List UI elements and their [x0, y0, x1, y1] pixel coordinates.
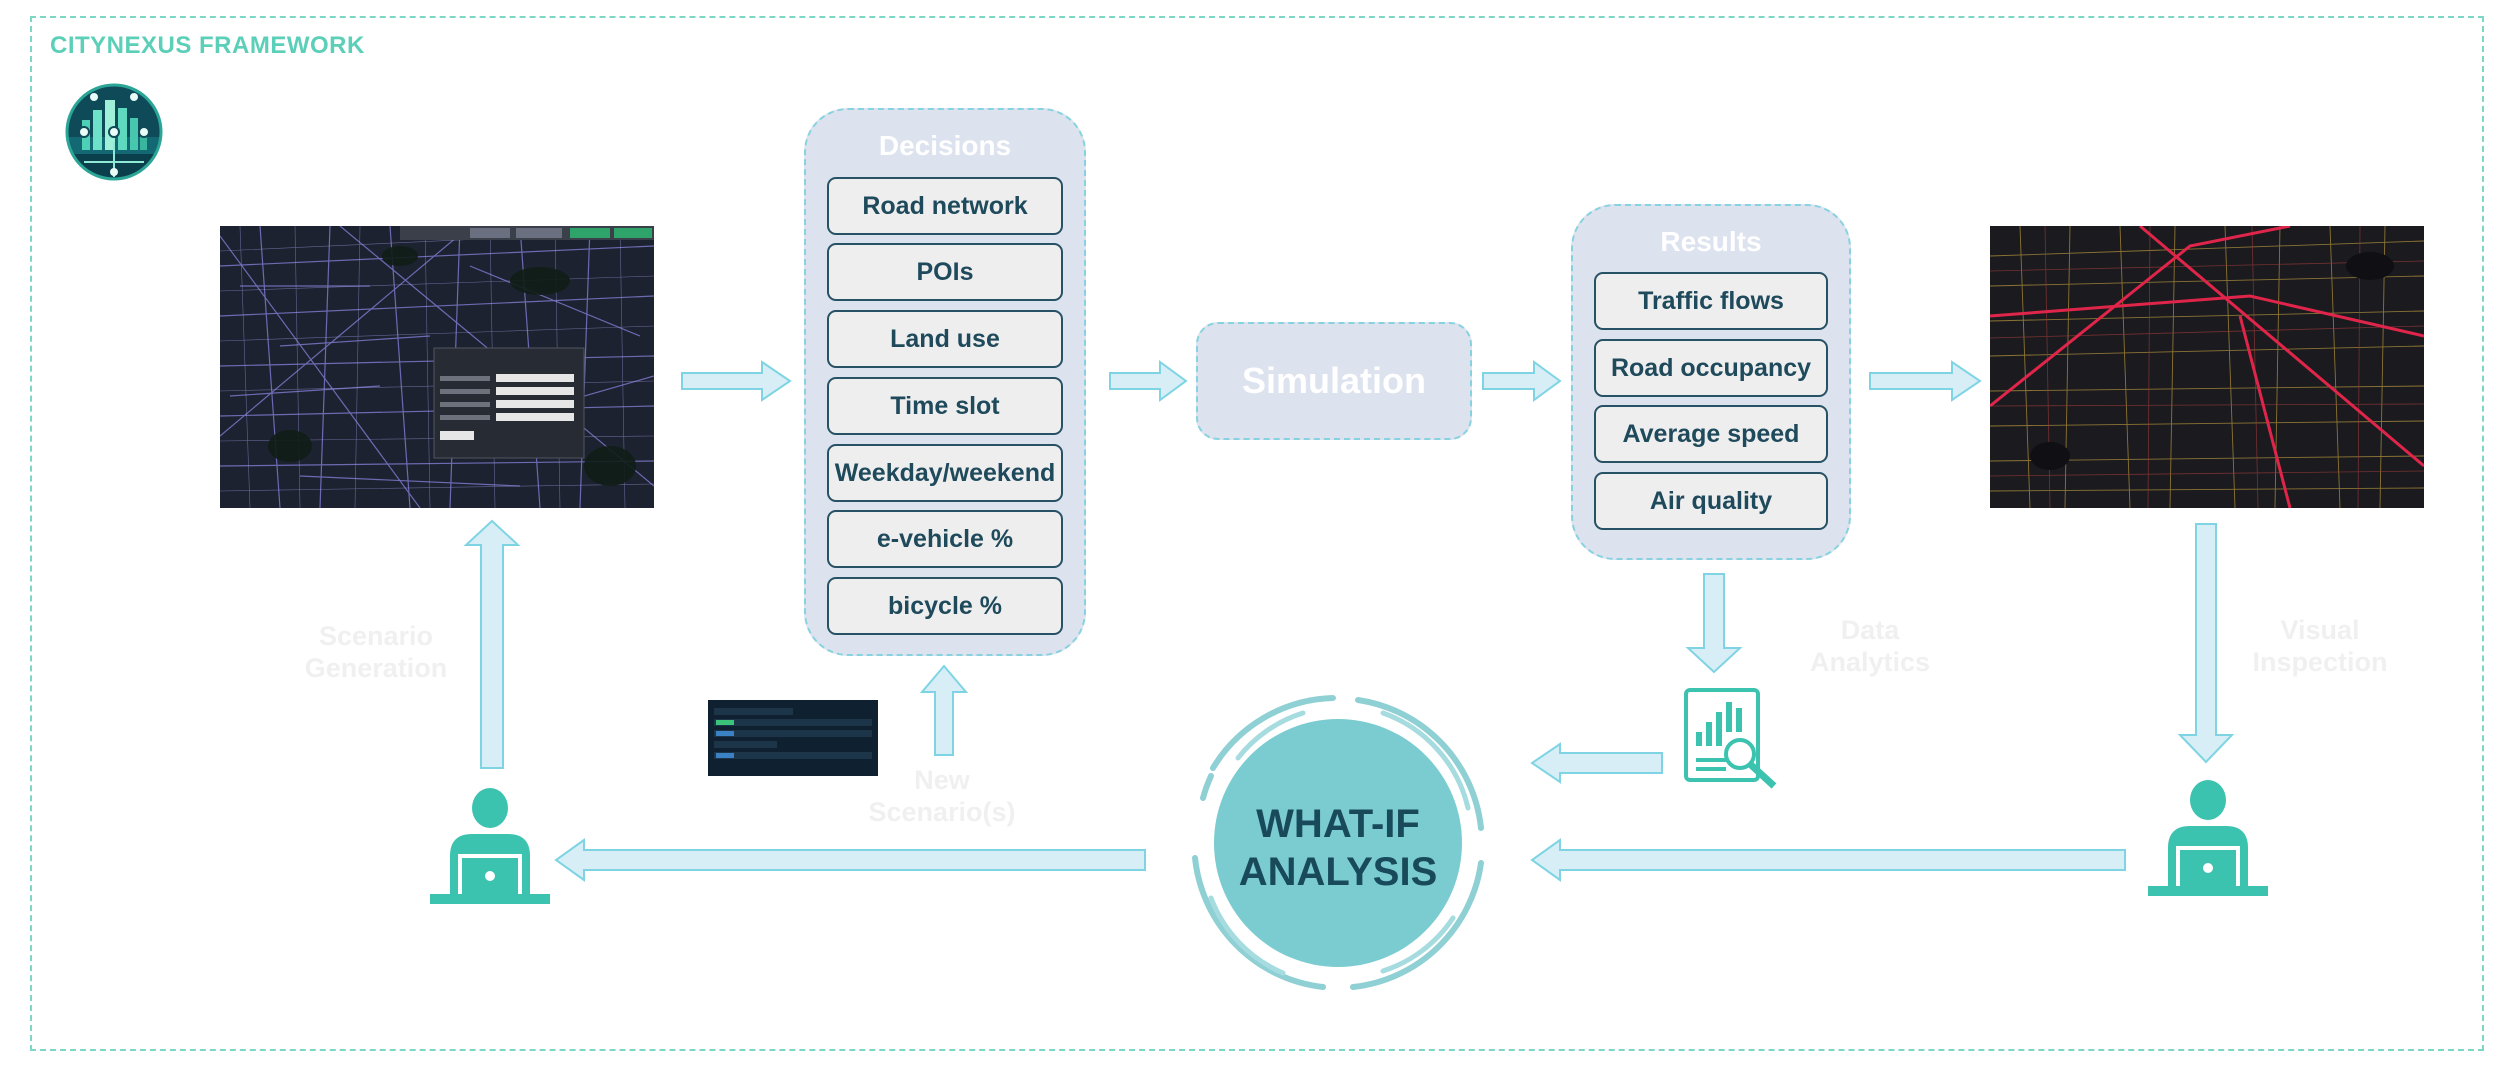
scenario-generation-line2: Generation [304, 653, 448, 683]
decision-road-network: Road network [827, 177, 1063, 235]
result-average-speed: Average speed [1594, 405, 1828, 463]
new-scenarios-label: New Scenario(s) [842, 764, 1042, 828]
new-scenarios-line2: Scenario(s) [868, 797, 1016, 827]
api-line [714, 708, 793, 715]
user-laptop-icon [2148, 780, 2268, 896]
simulation-box: Simulation [1196, 322, 1472, 440]
decision-land-use: Land use [827, 310, 1063, 368]
whatif-line2: ANALYSIS [1238, 850, 1438, 894]
result-traffic-flows: Traffic flows [1594, 272, 1828, 330]
framework-frame [30, 16, 2484, 1051]
decision-pois: POIs [827, 243, 1063, 301]
arrow-map-to-decisions [681, 360, 792, 402]
visual-inspection-line1: Visual [2280, 615, 2360, 645]
scenario-generation-label: Scenario Generation [276, 620, 476, 684]
whatif-circle [1192, 695, 1484, 990]
user-laptop-icon [430, 788, 550, 904]
arrow-results-to-analytics [1685, 573, 1743, 674]
result-air-quality: Air quality [1594, 472, 1828, 530]
results-map-screenshot [1990, 226, 2424, 508]
api-line [714, 719, 872, 726]
decision-bicycle: bicycle % [827, 577, 1063, 635]
traffic-heatmap [1990, 226, 2424, 508]
visual-inspection-line2: Inspection [2252, 647, 2388, 677]
whatif-label: WHAT-IF ANALYSIS [1183, 800, 1493, 896]
arrow-analytics-to-whatif [1530, 742, 1663, 784]
data-analytics-label: Data Analytics [1770, 614, 1970, 678]
data-analytics-line1: Data [1840, 615, 1900, 645]
api-line [714, 741, 778, 748]
results-title: Results [1660, 226, 1762, 257]
arrow-results-to-map [1869, 360, 1982, 402]
data-analytics-line2: Analytics [1809, 647, 1931, 677]
api-line [714, 752, 872, 759]
decision-e-vehicle: e-vehicle % [827, 510, 1063, 568]
decisions-title: Decisions [878, 130, 1012, 161]
visual-inspection-label: Visual Inspection [2220, 614, 2420, 678]
scenario-generation-line1: Scenario [318, 621, 434, 651]
whatif-line1: WHAT-IF [1256, 802, 1420, 846]
scenario-map-screenshot [220, 226, 654, 508]
arrow-new-scenarios-up [919, 664, 969, 756]
arrow-simulation-to-results [1482, 360, 1562, 402]
report-magnifier-icon [1684, 688, 1777, 789]
arrow-whatif-to-user [554, 838, 1146, 882]
decision-time-slot: Time slot [827, 377, 1063, 435]
arrow-decisions-to-simulation [1109, 360, 1188, 402]
arrow-user-to-whatif [1530, 838, 2126, 882]
arrow-heatmap-to-user [2177, 523, 2235, 764]
result-road-occupancy: Road occupancy [1594, 339, 1828, 397]
decision-weekday-weekend: Weekday/weekend [827, 444, 1063, 502]
arrow-user-to-map [463, 519, 521, 769]
map-roads [220, 226, 654, 508]
api-line [714, 730, 872, 737]
new-scenarios-line1: New [914, 765, 970, 795]
framework-title: CITYNEXUS FRAMEWORK [50, 32, 365, 59]
api-screenshot [708, 700, 878, 776]
city-logo-icon [65, 83, 163, 181]
